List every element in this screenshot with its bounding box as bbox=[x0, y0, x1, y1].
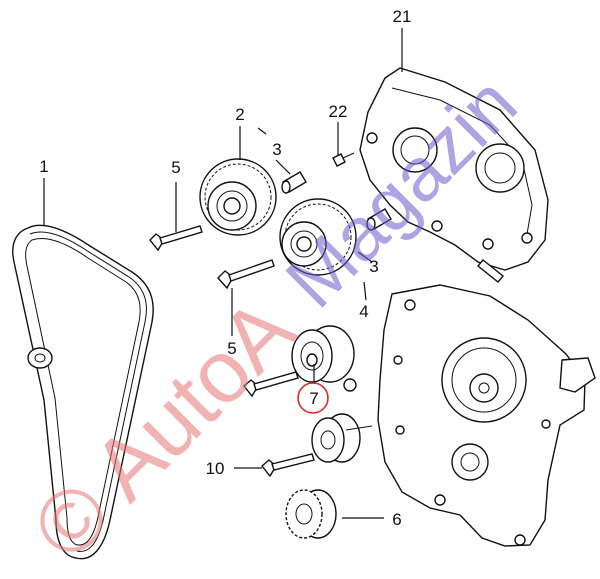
idler-bolt bbox=[261, 453, 315, 478]
leader-lines bbox=[43, 28, 403, 519]
callout-7: 7 bbox=[309, 389, 318, 408]
belt-tensioner bbox=[291, 325, 357, 392]
dowel-pins bbox=[281, 171, 392, 231]
callout-21: 21 bbox=[393, 7, 412, 26]
callout-5-upper: 5 bbox=[171, 158, 180, 177]
callout-3-upper: 3 bbox=[272, 140, 281, 159]
camshaft-gear-exhaust bbox=[279, 198, 357, 276]
callout-3-lower: 3 bbox=[369, 257, 378, 276]
engine-front-housing bbox=[377, 284, 596, 547]
callout-2: 2 bbox=[235, 105, 244, 124]
timing-belt bbox=[12, 224, 154, 560]
bolt-22 bbox=[332, 152, 355, 167]
callout-4: 4 bbox=[359, 302, 368, 321]
camshaft-gear-intake bbox=[199, 158, 277, 236]
belt-idler bbox=[27, 347, 53, 369]
crankshaft-gear bbox=[285, 489, 337, 539]
camshaft-bolts bbox=[149, 225, 275, 290]
callout-10: 10 bbox=[206, 459, 225, 478]
idler-pulley bbox=[311, 413, 373, 463]
callout-5-lower: 5 bbox=[227, 339, 236, 358]
callout-labels: 1 2 3 3 4 5 5 6 7 10 21 22 bbox=[39, 7, 411, 529]
callout-7-highlight-ring bbox=[297, 382, 329, 414]
timing-cover bbox=[359, 67, 549, 283]
tensioner-bolt bbox=[243, 371, 299, 398]
callout-1: 1 bbox=[39, 157, 48, 176]
callout-6: 6 bbox=[392, 510, 401, 529]
callout-22: 22 bbox=[329, 102, 348, 121]
